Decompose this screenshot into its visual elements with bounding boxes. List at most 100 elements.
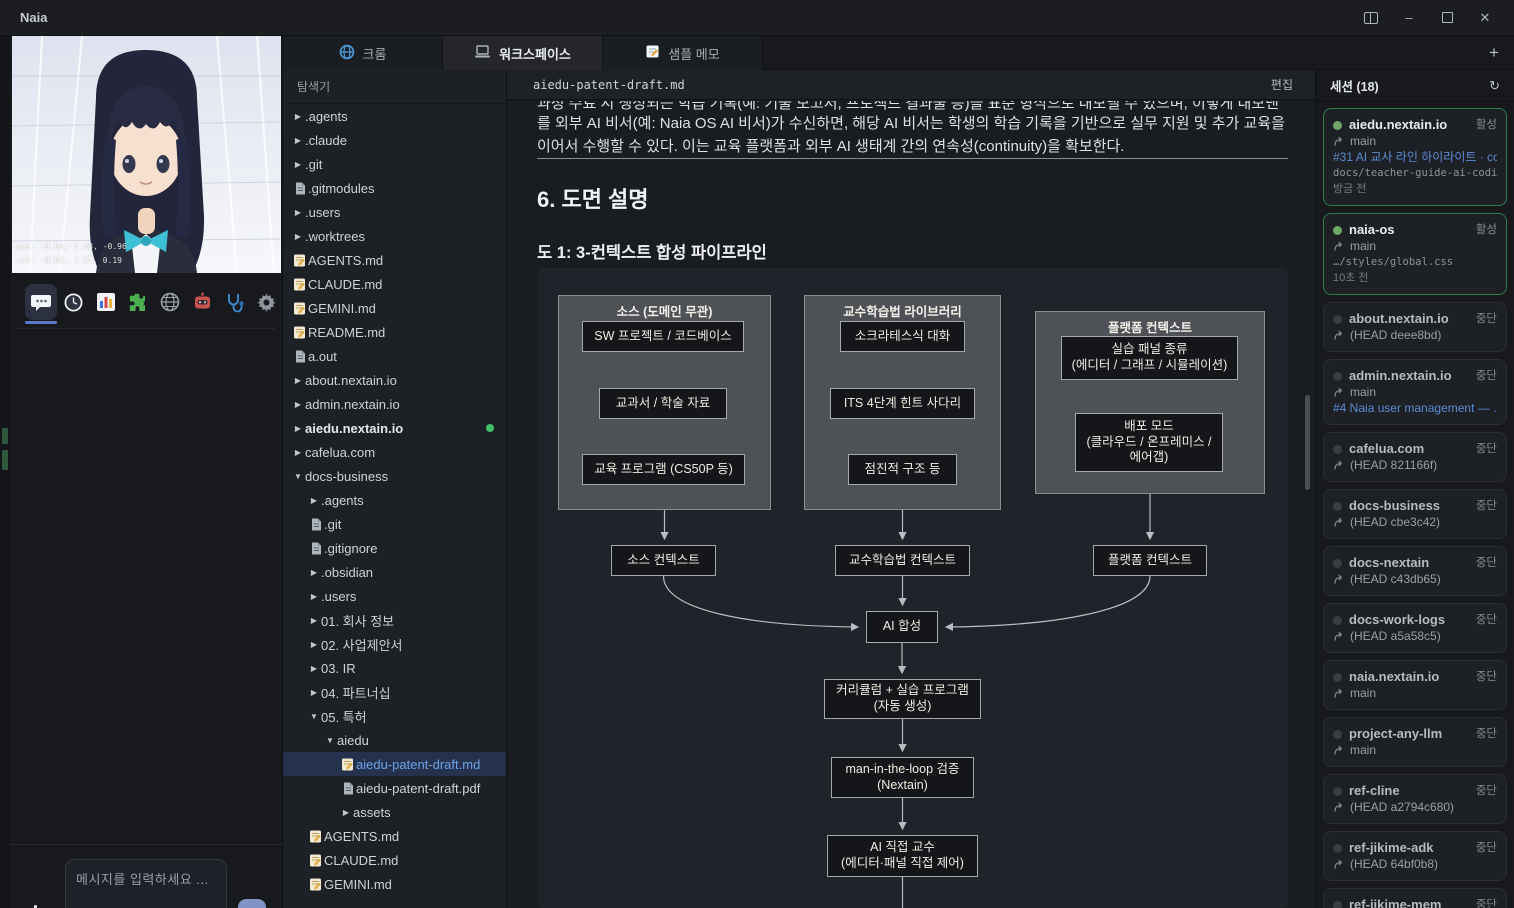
tree-item-.agents[interactable]: ▶.agents [283, 488, 506, 512]
branch-icon [1333, 135, 1345, 147]
status-dot-stopped [1333, 501, 1342, 511]
dock-gear-icon[interactable] [251, 284, 283, 320]
tree-item-agents.md[interactable]: AGENTS.md [283, 824, 506, 848]
tree-item-about.nextain.io[interactable]: ▶about.nextain.io [283, 368, 506, 392]
new-tab-button[interactable]: + [1489, 42, 1499, 62]
tree-item-.gitignore[interactable]: .gitignore [283, 536, 506, 560]
tree-item-.agents[interactable]: ▶.agents [283, 104, 506, 128]
dock-chat-icon[interactable] [25, 284, 58, 324]
session-status-badge: 중단 [1475, 728, 1497, 740]
chevron-down-icon: ▼ [326, 735, 334, 745]
session-branch: (HEAD 64bf0b8) [1333, 856, 1497, 872]
tree-item-readme.md[interactable]: README.md [283, 320, 506, 344]
session-name: cafelua.com [1349, 441, 1425, 456]
tree-item-cafelua.com[interactable]: ▶cafelua.com [283, 440, 506, 464]
branch-icon [1333, 573, 1345, 585]
session-timestamp: 방금 전 [1333, 183, 1367, 195]
voice-level-icon[interactable] [24, 904, 47, 908]
tab-workspace[interactable]: 워크스페이스 [443, 36, 603, 70]
tab-chrome[interactable]: 크롬 [283, 36, 443, 70]
active-dot-icon [486, 424, 494, 432]
avatar-3d-view[interactable]: pos: -0.01, 1.28, -0.96 rot: -0.02, 1.57… [12, 36, 281, 273]
dock-chart-icon[interactable] [90, 284, 122, 320]
tree-item-docs-business[interactable]: ▼docs-business [283, 464, 506, 488]
tree-item-.worktrees[interactable]: ▶.worktrees [283, 224, 506, 248]
tree-item-.users[interactable]: ▶.users [283, 200, 506, 224]
tree-item-aiedu[interactable]: ▼aiedu [283, 728, 506, 752]
dock-clock-icon[interactable] [57, 284, 89, 320]
tree-item-label: docs-business [305, 468, 389, 484]
tree-item-02.-[interactable]: ▶02. 사업제안서 [283, 632, 506, 656]
session-name: admin.nextain.io [1349, 368, 1452, 383]
tree-item-assets[interactable]: ▶assets [283, 800, 506, 824]
tree-item-gemini.md[interactable]: GEMINI.md [283, 296, 506, 320]
tree-item-label: 01. 회사 정보 [321, 613, 395, 629]
session-branch: (HEAD cbe3c42) [1333, 514, 1497, 530]
tab-sample-memo[interactable]: 샘플 메모 [603, 36, 763, 70]
session-branch: main [1333, 742, 1497, 758]
dock-robot-icon[interactable] [186, 284, 218, 320]
laptop-icon [474, 44, 491, 62]
tree-item-label: .git [305, 156, 323, 172]
send-button[interactable]: ↑ [238, 899, 266, 908]
robot-icon [192, 292, 213, 313]
tree-item-03.-ir[interactable]: ▶03. IR [283, 656, 506, 680]
tree-item-agents.md[interactable]: AGENTS.md [283, 248, 506, 272]
refresh-icon[interactable]: ↻ [1489, 77, 1500, 93]
tree-item-aiedu-patent-draft.md[interactable]: aiedu-patent-draft.md [283, 752, 506, 776]
dock-stethoscope-icon[interactable] [219, 284, 251, 320]
tree-item-.users[interactable]: ▶.users [283, 584, 506, 608]
session-pr-link[interactable]: #4 Naia user management — … [1333, 401, 1497, 415]
tree-item-01.-[interactable]: ▶01. 회사 정보 [283, 608, 506, 632]
file-icon [291, 350, 308, 363]
tree-item-.git[interactable]: .git [283, 512, 506, 536]
tree-item-a.out[interactable]: a.out [283, 344, 506, 368]
minimize-button[interactable]: – [1394, 5, 1424, 31]
tree-item-.git[interactable]: ▶.git [283, 152, 506, 176]
markdown-file-icon [307, 854, 324, 867]
diagram-node: ITS 4단계 힌트 사다리 [830, 388, 975, 419]
chevron-down-icon: ▼ [310, 711, 318, 721]
tree-item-aiedu.nextain.io[interactable]: ▶aiedu.nextain.io [283, 416, 506, 440]
document-scrollbar[interactable] [1305, 395, 1310, 490]
dock-puzzle-icon[interactable] [122, 284, 154, 320]
tree-item-claude.md[interactable]: CLAUDE.md [283, 848, 506, 872]
tree-item-.claude[interactable]: ▶.claude [283, 128, 506, 152]
tree-item-claude.md[interactable]: CLAUDE.md [283, 272, 506, 296]
dock-globe-icon[interactable] [154, 284, 186, 320]
chevron-right-icon: ▶ [310, 495, 318, 505]
message-input[interactable]: 메시지를 입력하세요 ... [65, 859, 227, 908]
tree-item-04.-[interactable]: ▶04. 파트너십 [283, 680, 506, 704]
branch-icon [1333, 858, 1345, 870]
tree-item-.gitmodules[interactable]: .gitmodules [283, 176, 506, 200]
tree-item-aiedu-patent-draft.pdf[interactable]: aiedu-patent-draft.pdf [283, 776, 506, 800]
session-pr-link[interactable]: #31 AI 교사 라인 하이라이트 · co… [1333, 150, 1497, 164]
chevron-right-icon: ▶ [342, 807, 350, 817]
diagram-group-title: 소스 (도메인 무관) [616, 305, 713, 319]
diagram-node: AI 합성 [866, 611, 938, 643]
split-view-button[interactable] [1356, 5, 1386, 31]
tree-item-gemini.md[interactable]: GEMINI.md [283, 872, 506, 896]
maximize-button[interactable] [1432, 5, 1462, 31]
tree-item-admin.nextain.io[interactable]: ▶admin.nextain.io [283, 392, 506, 416]
tree-item-.obsidian[interactable]: ▶.obsidian [283, 560, 506, 584]
branch-icon [1333, 801, 1345, 813]
edit-button[interactable]: 편집 [1270, 78, 1293, 92]
tree-item-05.-[interactable]: ▼05. 특허 [283, 704, 506, 728]
diagram-node: 실습 패널 종류 (에디터 / 그래프 / 시뮬레이션) [1061, 336, 1238, 380]
close-button[interactable]: ✕ [1470, 5, 1500, 31]
